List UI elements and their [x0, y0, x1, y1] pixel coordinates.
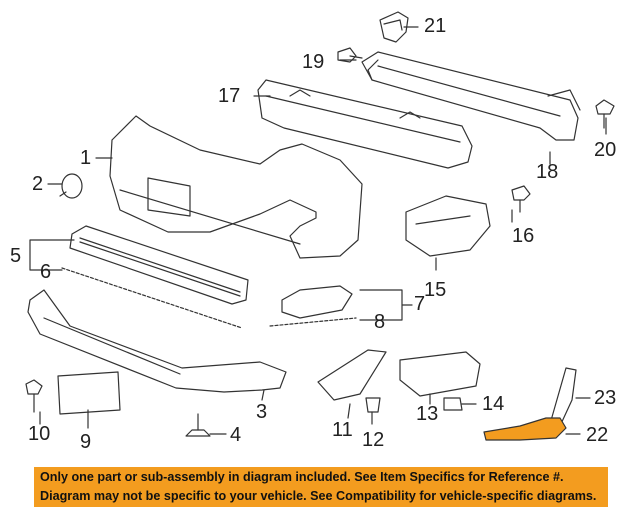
callout-21: 21 [424, 15, 447, 37]
callout-1: 1 [80, 147, 92, 169]
disclaimer-line-1: Only one part or sub-assembly in diagram… [40, 470, 564, 484]
part-3-spoiler [27, 289, 287, 393]
callout-13: 13 [416, 403, 439, 425]
part-22-molding-highlighted [483, 417, 567, 441]
callout-6: 6 [40, 261, 52, 283]
callout-11: 11 [332, 419, 353, 441]
part-11-bracket [317, 349, 387, 401]
disclaimer-banner: Only one part or sub-assembly in diagram… [34, 467, 608, 507]
part-10-bolt [25, 379, 43, 413]
disclaimer-line-2: Diagram may not be specific to your vehi… [40, 489, 597, 503]
part-6-molding [61, 267, 243, 329]
part-1-bumper-cover [109, 115, 363, 259]
callout-20: 20 [594, 139, 617, 161]
part-12-clip [365, 397, 381, 413]
part-19-bolt [337, 47, 363, 63]
part-23-trim [549, 367, 577, 427]
part-16-clip [511, 185, 531, 213]
part-21-bracket [379, 11, 409, 43]
part-7-fog-trim [281, 285, 353, 319]
callout-17: 17 [218, 85, 241, 107]
part-20-bolt [595, 99, 615, 129]
bumper-exploded-diagram [25, 11, 615, 441]
callout-14: 14 [482, 393, 505, 415]
callout-18: 18 [536, 161, 559, 183]
callout-19: 19 [302, 51, 325, 73]
callout-9: 9 [80, 431, 92, 453]
part-14-nut [443, 397, 463, 411]
part-5-grille [69, 225, 249, 305]
callout-15: 15 [424, 279, 447, 301]
callout-5: 5 [10, 245, 22, 267]
callout-23: 23 [594, 387, 617, 409]
callout-8: 8 [374, 311, 386, 333]
leader-lines [29, 26, 607, 435]
part-9-license-bracket [57, 371, 121, 415]
part-4-screw [185, 413, 211, 437]
part-8-fog-molding [269, 317, 357, 327]
part-13-bracket [399, 351, 481, 397]
callout-2: 2 [32, 173, 44, 195]
part-17-absorber [257, 79, 473, 169]
callout-10: 10 [28, 423, 51, 445]
callout-7: 7 [414, 293, 426, 315]
part-2-tow-cap [59, 173, 83, 199]
callout-16: 16 [512, 225, 535, 247]
callout-4: 4 [230, 424, 242, 446]
callout-22: 22 [586, 424, 609, 446]
callout-3: 3 [256, 401, 268, 423]
part-18-reinforcement [361, 51, 581, 141]
callout-12: 12 [362, 429, 385, 451]
part-15-bracket [405, 195, 491, 257]
